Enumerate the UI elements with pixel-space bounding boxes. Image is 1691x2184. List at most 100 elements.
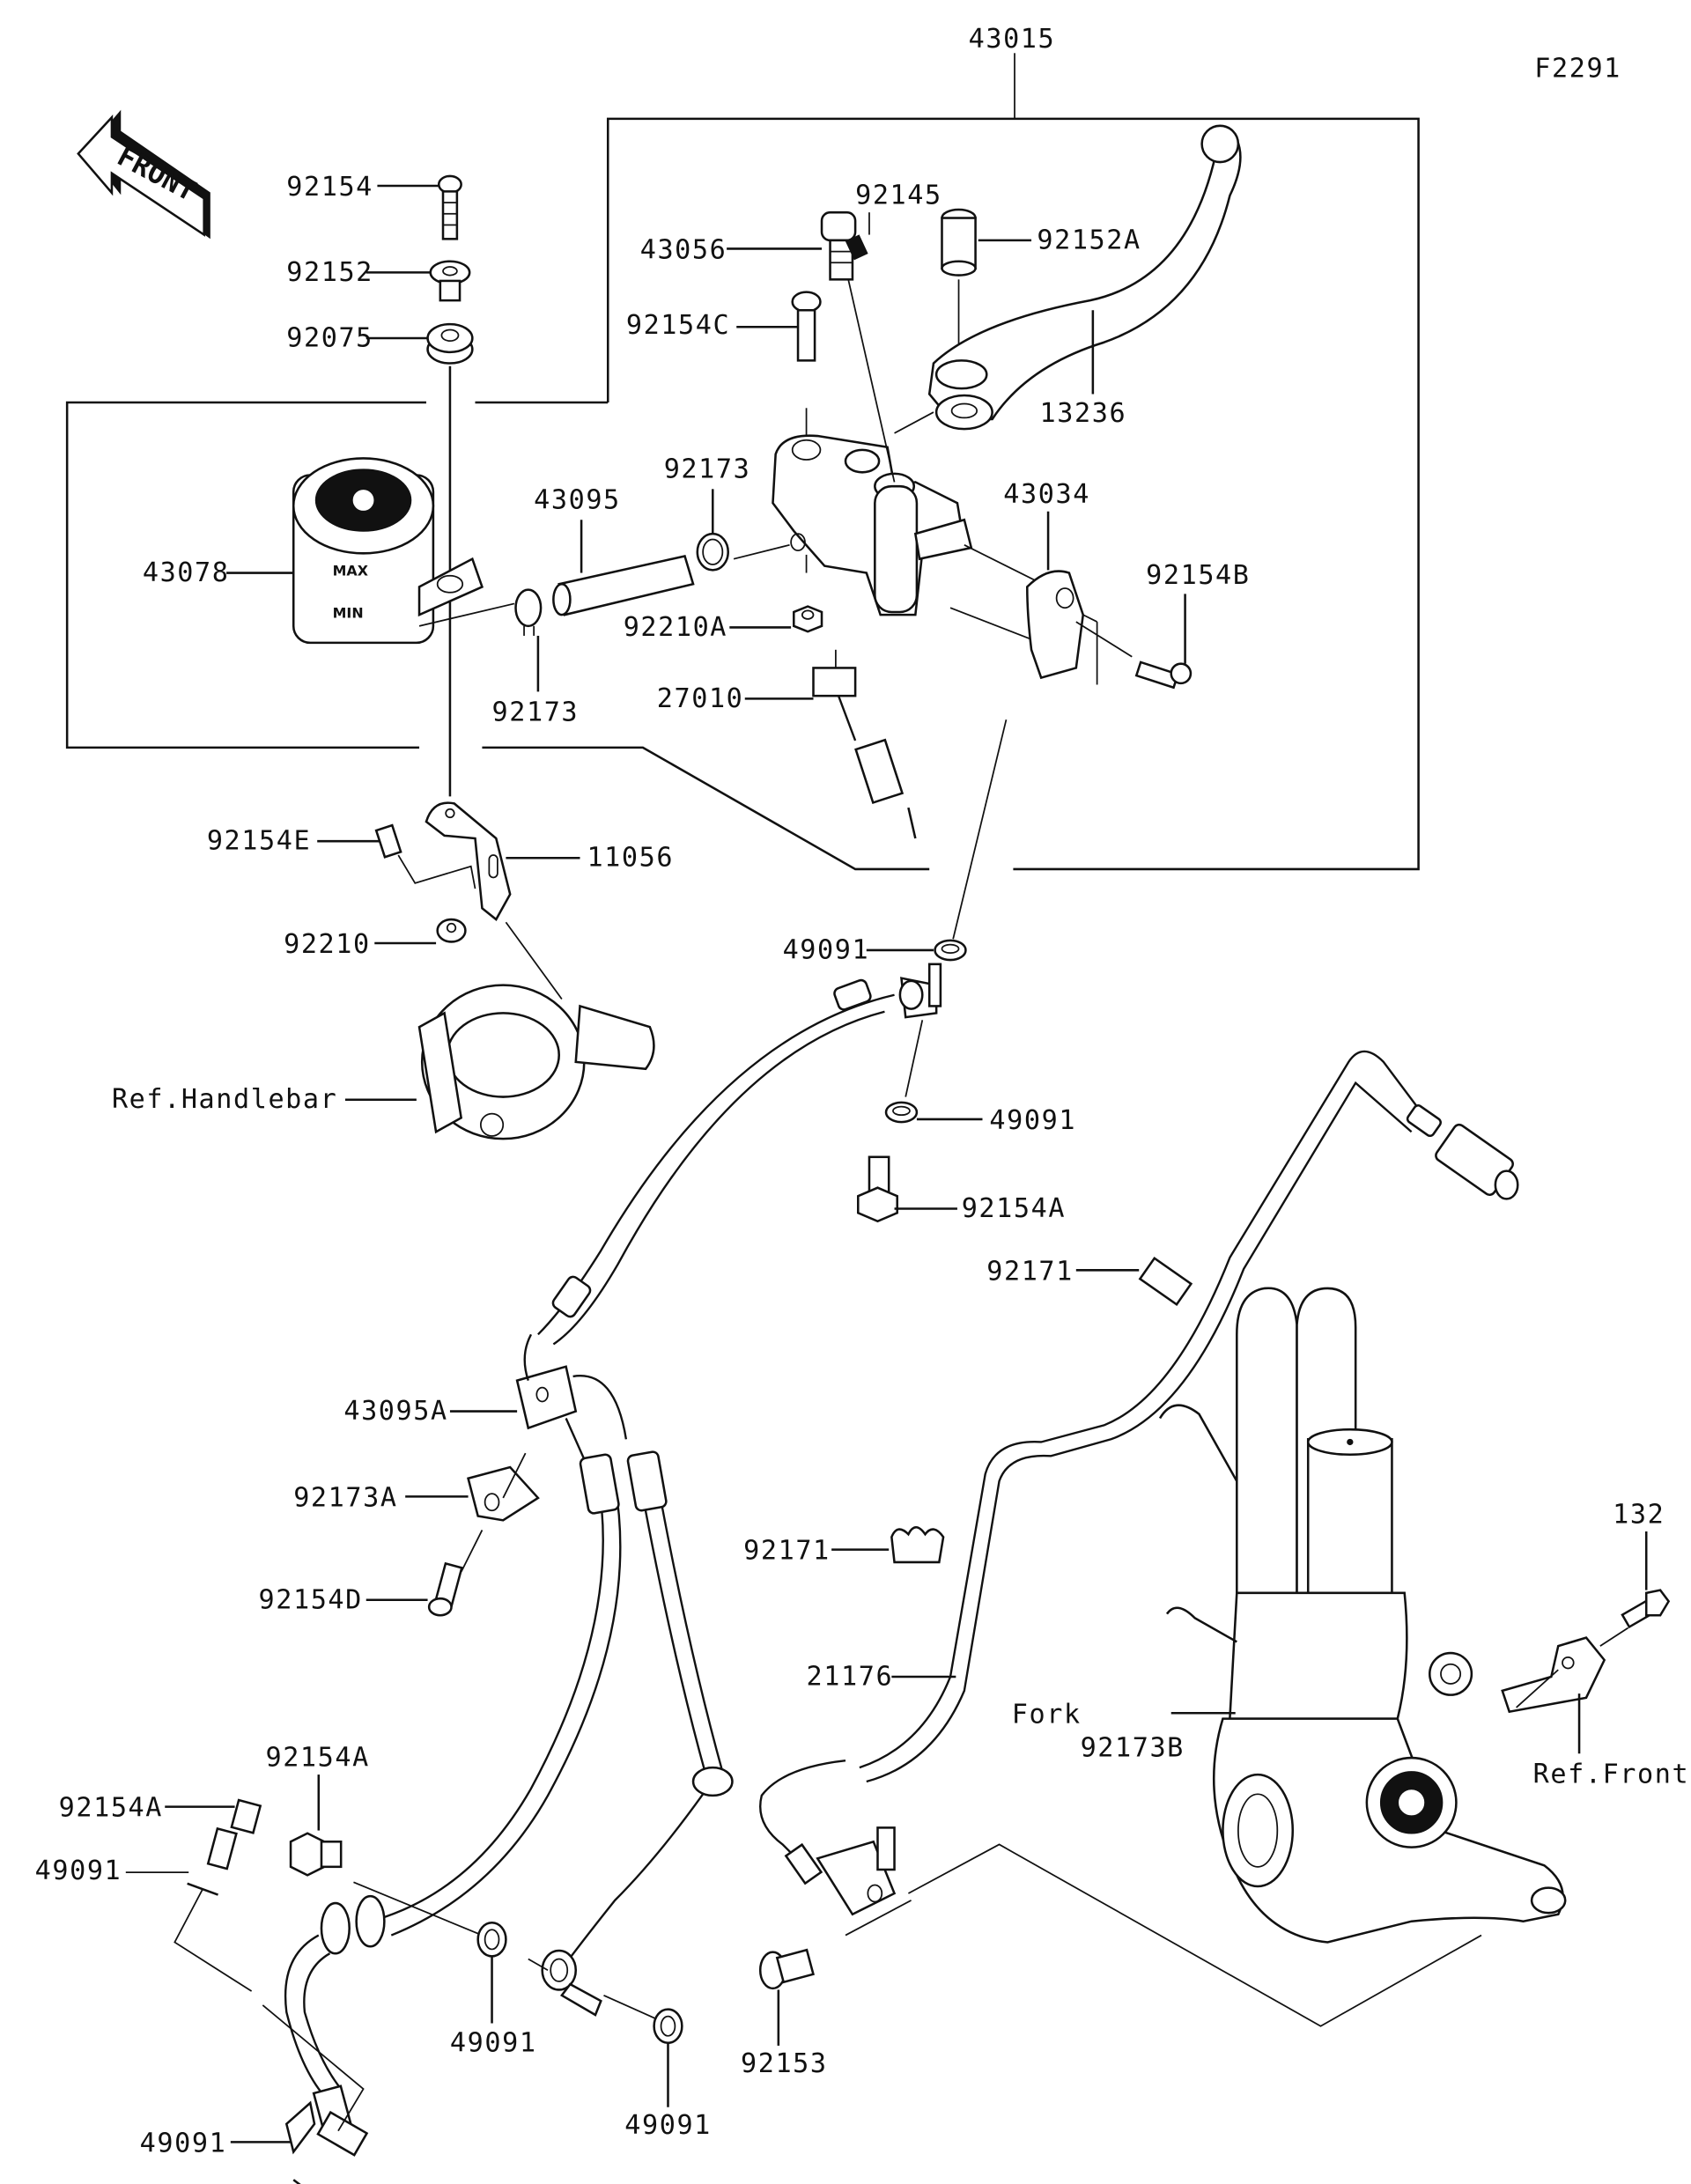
callout-92154C: 92154C	[626, 310, 799, 341]
callout-92152: 92152	[286, 257, 440, 288]
callout-49091-a: 49091	[783, 934, 934, 965]
reservoir-43078: MAX MIN	[292, 457, 484, 645]
callout-43015: 43015	[969, 24, 1054, 55]
callout-27010: 27010	[657, 683, 814, 714]
svg-text:43056: 43056	[640, 235, 727, 266]
leader-line	[733, 543, 790, 560]
callout-92154: 92154	[286, 172, 440, 203]
svg-text:92154A: 92154A	[59, 1793, 163, 1824]
callout-92154E: 92154E	[207, 826, 380, 857]
callout-92154D: 92154D	[259, 1584, 428, 1615]
bolt-92154E-icon	[374, 823, 402, 859]
leader-line	[603, 1994, 658, 2020]
leader-line	[894, 411, 934, 434]
callout-92075: 92075	[286, 323, 431, 354]
svg-text:27010: 27010	[657, 683, 744, 714]
svg-text:92154A: 92154A	[962, 1193, 1066, 1224]
leader-line	[397, 854, 476, 889]
svg-text:92154B: 92154B	[1146, 560, 1250, 591]
callout-43078: 43078	[143, 557, 294, 588]
callout-49091-d: 49091	[450, 1956, 537, 2058]
hose-clamp-92173-icon	[514, 588, 543, 636]
leader-line	[847, 279, 896, 483]
washer-49091-d-icon	[476, 1922, 507, 1958]
callout-92210: 92210	[284, 929, 437, 960]
callout-92171-a: 92171	[986, 1256, 1140, 1287]
svg-text:43095: 43095	[534, 485, 621, 516]
leader-line	[1599, 1627, 1629, 1647]
svg-text:49091: 49091	[450, 2027, 537, 2058]
collar-92152-icon	[429, 260, 471, 302]
clip-92171-a-icon	[1138, 1256, 1193, 1307]
svg-text:92075: 92075	[286, 323, 373, 354]
bolt-92154D-icon	[427, 1561, 463, 1617]
svg-text:92154C: 92154C	[626, 310, 730, 341]
front-fork-reference	[1158, 1287, 1567, 1944]
hose-grommet	[691, 1766, 734, 1797]
leader-line	[262, 2004, 365, 2132]
reservoir-min-mark: MIN	[333, 604, 364, 621]
banjo-bolt-92154A-a-icon	[857, 1155, 898, 1223]
callout-43056: 43056	[640, 235, 823, 266]
collar-92152A-icon	[941, 208, 977, 277]
leader-line	[505, 921, 563, 1000]
leader-line	[174, 1888, 253, 1992]
svg-text:49091: 49091	[35, 1856, 122, 1886]
leader-line	[528, 1958, 549, 1971]
svg-text:92173B: 92173B	[1081, 1732, 1185, 1763]
hose-clamp-92173-top-icon	[696, 532, 729, 572]
svg-text:43095A: 43095A	[343, 1396, 447, 1427]
bracket-11056	[425, 801, 512, 921]
callout-92154B: 92154B	[1146, 560, 1250, 664]
banjo-fitting-upper	[898, 963, 942, 1019]
clip-92171-b-icon	[890, 1526, 945, 1564]
brake-switch-27010	[812, 649, 917, 839]
svg-text:Ref.Front: Ref.Front	[1533, 1760, 1690, 1790]
callout-92152A: 92152A	[978, 225, 1140, 255]
banjo-bolt-92154A-c-icon	[289, 1832, 343, 1877]
svg-text:21176: 21176	[807, 1662, 894, 1693]
leader-line	[502, 1452, 527, 1499]
svg-text:92173: 92173	[492, 697, 580, 728]
nut-92210-icon	[436, 918, 467, 943]
master-cylinder-body	[772, 434, 973, 616]
callout-92145: 92145	[855, 181, 942, 235]
figure-id: F2291	[1534, 53, 1621, 84]
abs-sensor-cable-21176-edge	[866, 1081, 1413, 1783]
leader-line	[845, 1900, 912, 1937]
svg-text:92154D: 92154D	[259, 1584, 363, 1615]
washer-49091-a-icon	[934, 939, 967, 962]
svg-text:49091: 49091	[140, 2129, 227, 2159]
callout-92173B: Ref.Front	[1533, 1693, 1690, 1790]
callout-49091-f: 49091	[624, 2042, 710, 2141]
callout-43095A: 43095A	[343, 1396, 518, 1427]
reservoir-max-mark: MAX	[333, 563, 368, 579]
brake-hose-left	[383, 1480, 604, 1919]
svg-text:92145: 92145	[855, 181, 942, 211]
abs-connector	[1406, 1104, 1519, 1200]
clamp-43034	[1026, 570, 1098, 685]
hose-ferrule	[833, 978, 872, 1011]
grommet-92075-icon	[426, 322, 474, 365]
banjo-fitting-left-lower	[284, 1894, 386, 2157]
hose-ferrule	[551, 1275, 592, 1318]
svg-text:43078: 43078	[143, 557, 230, 588]
callout-92173A: 92173A	[293, 1482, 469, 1513]
washer-49091-c-icon	[187, 1882, 218, 1896]
washer-49091-f-icon	[653, 2008, 683, 2045]
callout-92154A-a: 92154A	[894, 1193, 1066, 1224]
assembly-bracket-43015	[65, 53, 1420, 871]
callout-43095: 43095	[534, 485, 621, 573]
brake-hose-left-edge	[390, 1483, 622, 1937]
callout-92210A: 92210A	[624, 612, 792, 643]
callout-92153: 92153	[741, 1989, 826, 2079]
banjo-fitting-right-lower	[541, 1949, 602, 2017]
bolt-92154-icon	[437, 174, 462, 240]
bolt-132-icon	[1621, 1589, 1671, 1629]
reservoir-hose-43095	[552, 555, 695, 616]
svg-text:92173A: 92173A	[293, 1482, 397, 1513]
abs-sensor-cable-21176	[859, 1050, 1427, 1769]
banjo-bolt-92154A-b-icon	[206, 1798, 262, 1870]
leader-line	[418, 602, 515, 627]
hose-ferrule	[626, 1450, 668, 1512]
